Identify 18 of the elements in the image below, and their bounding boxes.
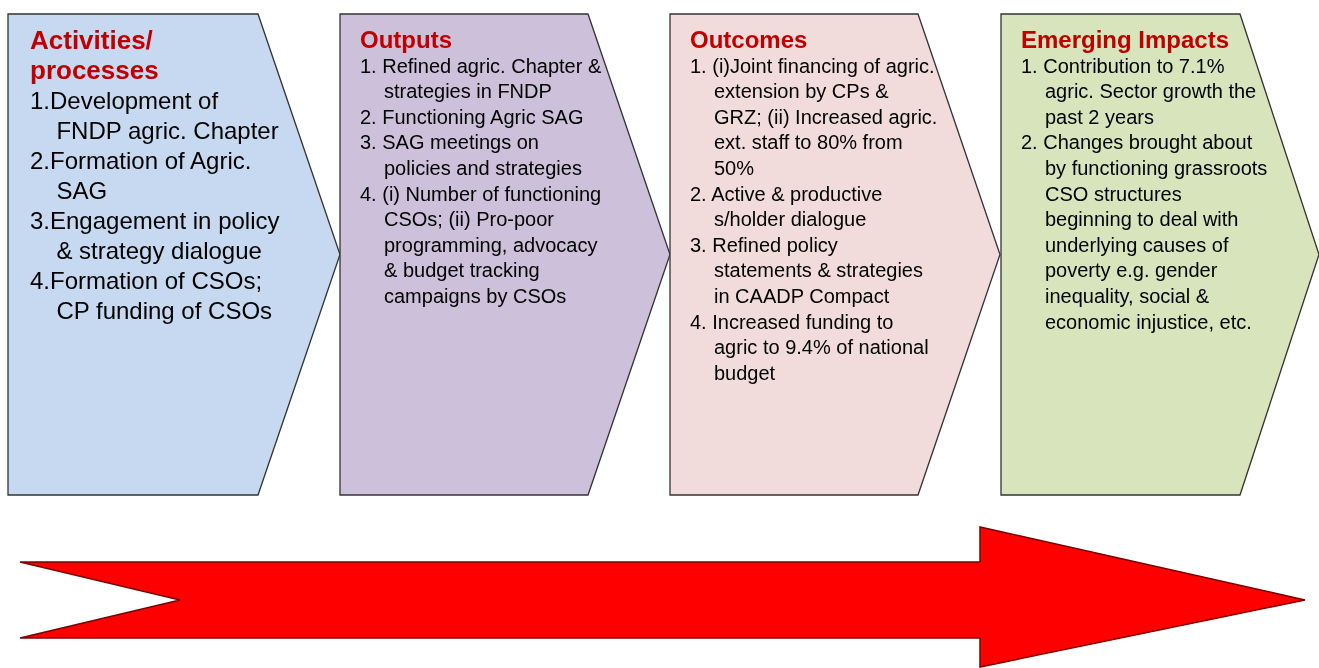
list-item: 3. Refined policy statements & strategies in CAADP Compact (690, 232, 924, 309)
stage-heading: Activities/ processes (30, 26, 160, 86)
list-item: 2. Changes brought about by functioning grassroots CSO structures beginning to deal with underlying causes of poverty e.g. gender inequality, social & economic injustice, etc. (1021, 130, 1269, 335)
stage-heading: Outputs (360, 26, 453, 54)
list-item: 2. Active & productive s/holder dialogue (690, 181, 884, 233)
stage-heading: Outcomes (690, 26, 809, 54)
list-item: 3. SAG meetings on policies and strategies (360, 130, 583, 181)
list-item: 4.Formation of CSOs; CP funding of CSOs (30, 265, 274, 326)
list-item: 2.Formation of Agric. SAG (30, 145, 253, 206)
list-item: 3.Engagement in policy & strategy dialogue (30, 205, 281, 266)
list-item: 2. Functioning Agric SAG (360, 104, 585, 130)
list-item: 4. Increased funding to agric to 9.4% of national budget (690, 309, 930, 386)
list-item: 4. (i) Number of functioning CSOs; (ii) Pro-poor programming, advocacy & budget tracking campaigns by CSOs (360, 181, 602, 309)
list-item: 1. (i)Joint financing of agric. extension by CPs & GRZ; (ii) Increased agric. ext. staff to 80% from 50% (690, 53, 938, 181)
list-item: 1.Development of FNDP agric. Chapter (30, 85, 280, 146)
list-item: 1. Contribution to 7.1% agric. Sector growth the past 2 years (1021, 53, 1258, 130)
list-item: 1. Refined agric. Chapter & strategies in FNDP (360, 53, 602, 105)
stage-heading: Emerging Impacts (1021, 26, 1231, 54)
